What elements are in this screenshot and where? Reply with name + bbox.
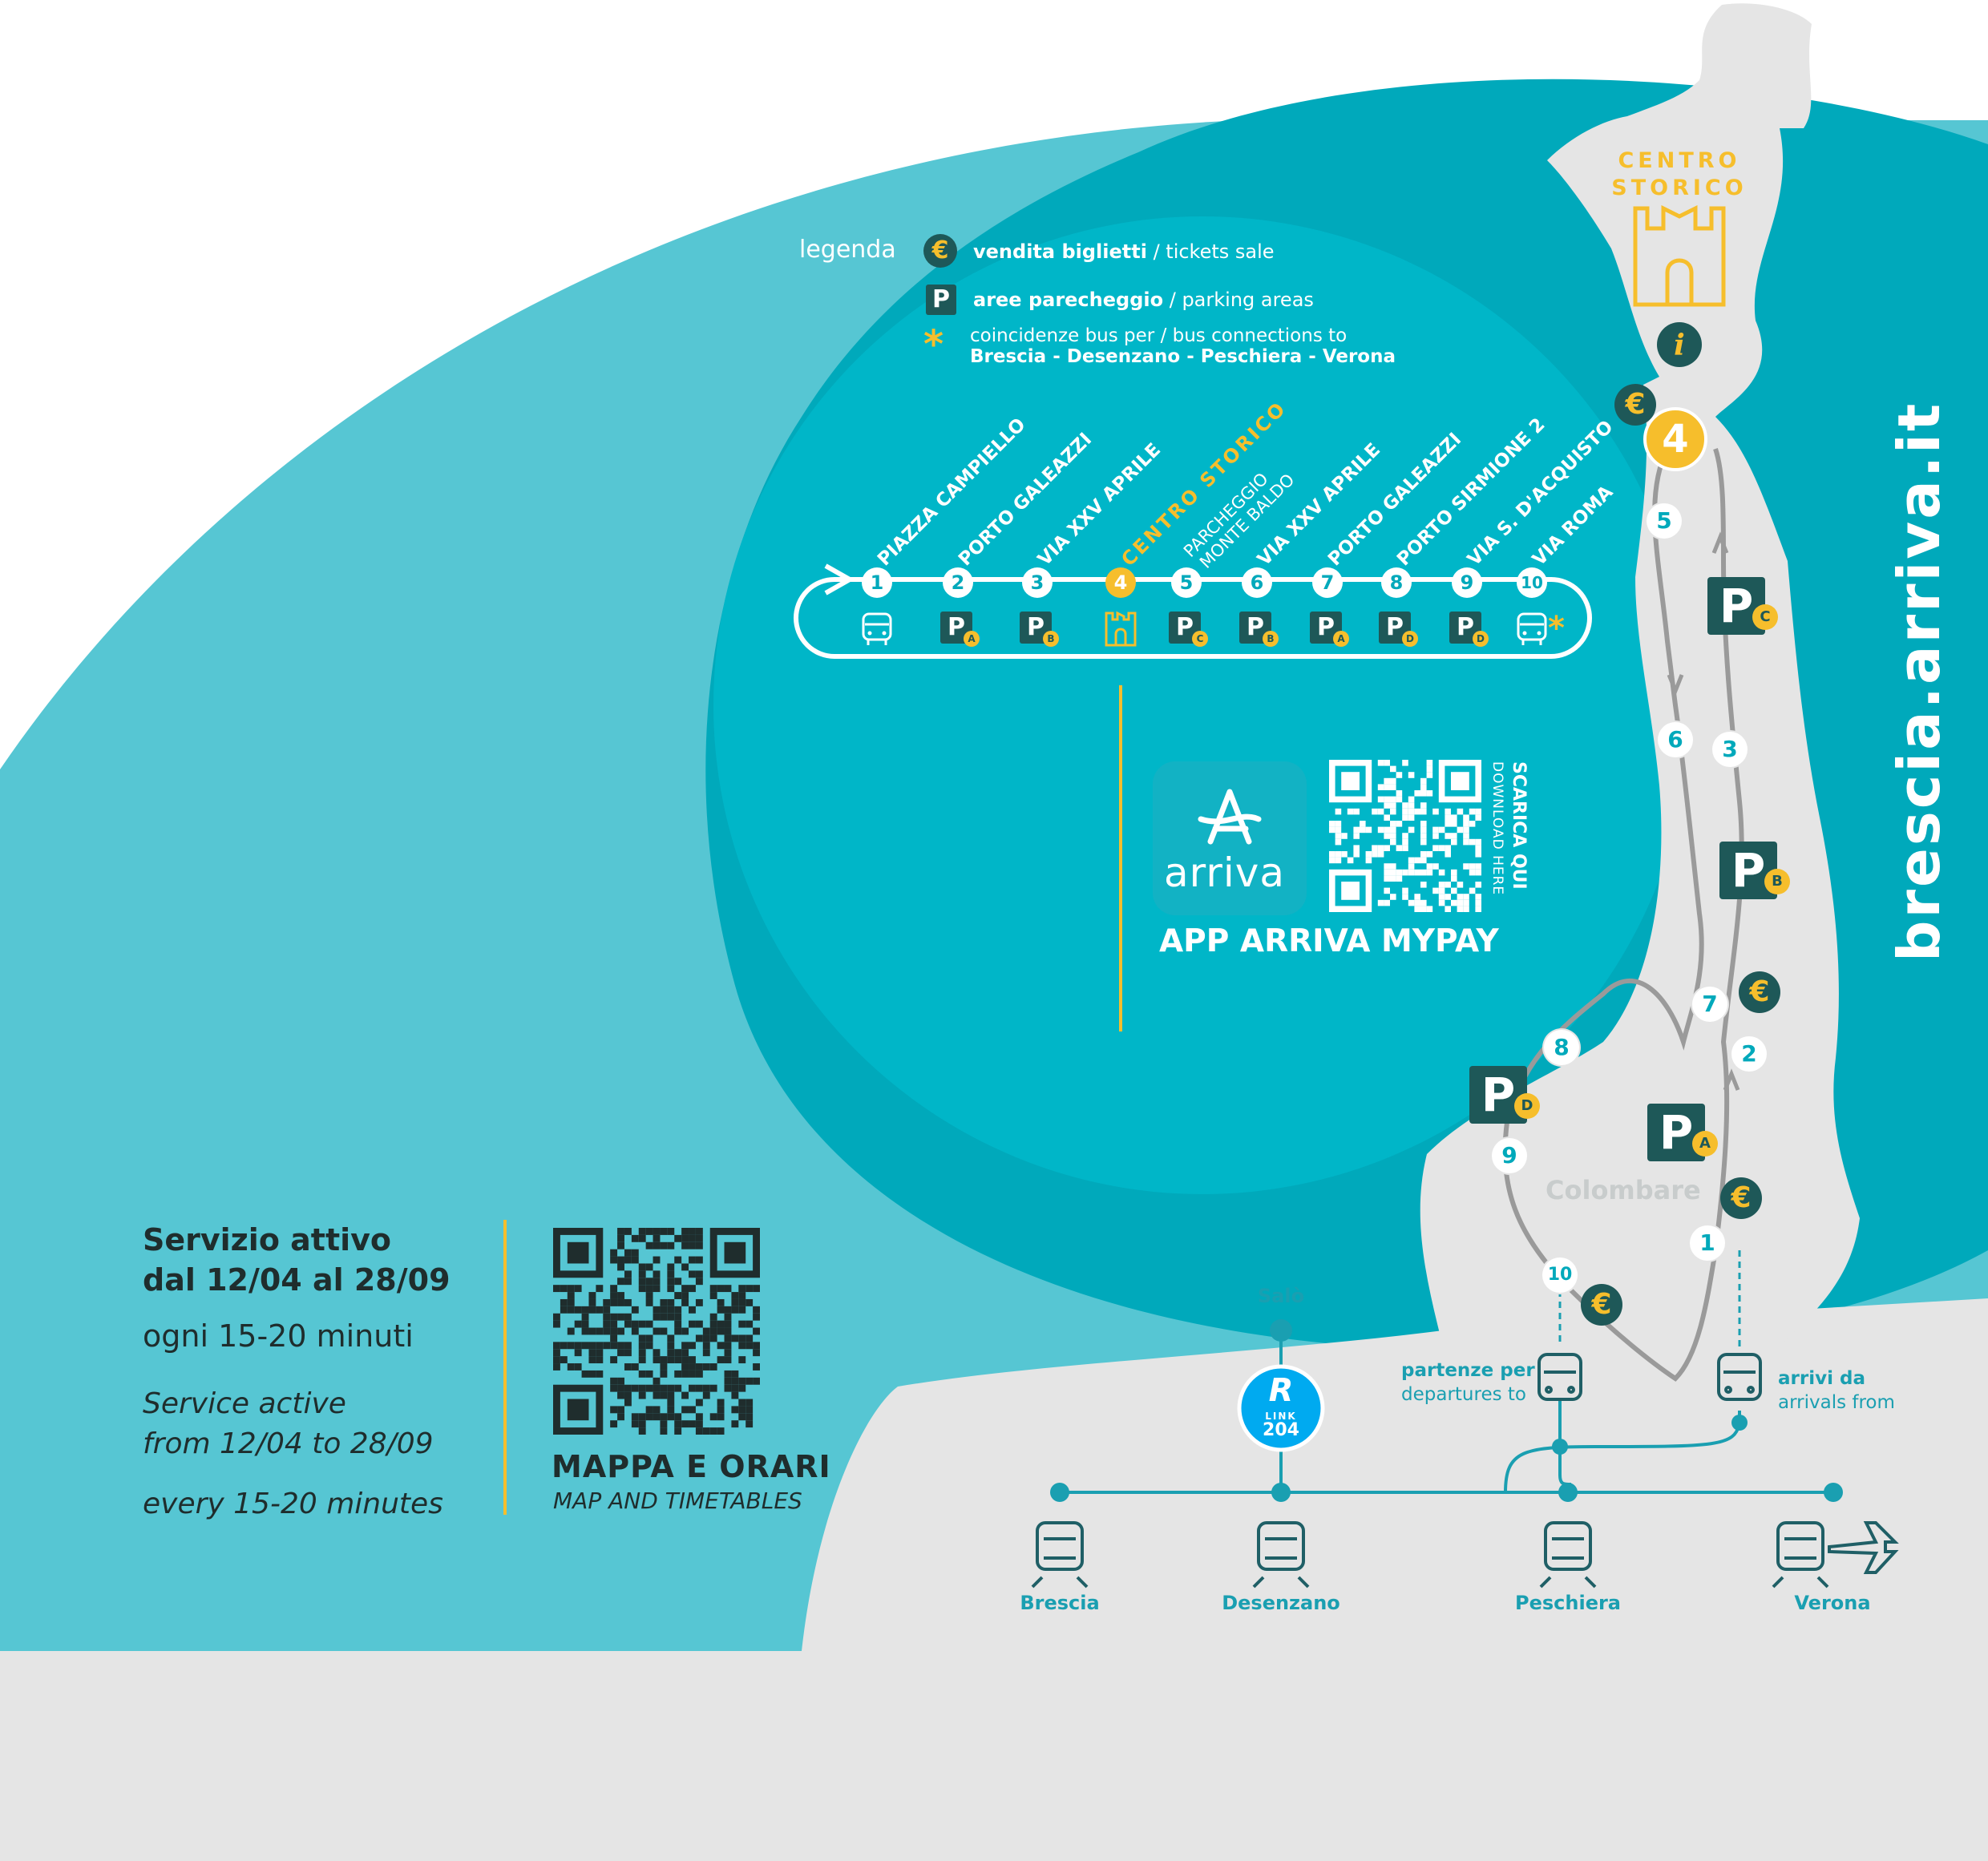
route-stop-2[interactable]: 2 bbox=[943, 567, 973, 598]
arrivals-label: arrivi da arrivals from bbox=[1778, 1368, 1895, 1413]
ticket-sale-euro-icon: € bbox=[1614, 384, 1656, 426]
route-stop-8[interactable]: 8 bbox=[1381, 567, 1412, 598]
city-verona: Verona bbox=[1794, 1592, 1871, 1614]
route-arrow-up-2 bbox=[1723, 1068, 1740, 1091]
route-stop-4[interactable]: 4 bbox=[1105, 567, 1136, 598]
legend-title: legenda bbox=[799, 236, 896, 264]
bus-icon bbox=[1516, 612, 1548, 650]
ticket-sale-euro-icon: € bbox=[1720, 1177, 1762, 1219]
map-stop-5[interactable]: 5 bbox=[1647, 503, 1682, 539]
app-title: APP ARRIVA MYPAY bbox=[1159, 923, 1499, 959]
route-stop-3[interactable]: 3 bbox=[1022, 567, 1053, 598]
service-en-line1: Service active bbox=[143, 1387, 346, 1420]
map-stop-7[interactable]: 7 bbox=[1692, 987, 1727, 1022]
ticket-sale-euro-icon: € bbox=[1581, 1284, 1622, 1326]
arriva-brand-text: arriva bbox=[1164, 850, 1285, 896]
map-stop-8[interactable]: 8 bbox=[1544, 1030, 1579, 1065]
city-brescia: Brescia bbox=[1020, 1592, 1100, 1614]
legend-connections-cities: Brescia - Desenzano - Peschiera - Verona bbox=[970, 346, 1396, 367]
route-arrow-up bbox=[1711, 531, 1729, 554]
route-stop-1[interactable]: 1 bbox=[862, 567, 892, 598]
parking-area-letter: B bbox=[1764, 869, 1790, 894]
map-stop-3[interactable]: 3 bbox=[1712, 732, 1748, 767]
parking-area-letter: A bbox=[1692, 1131, 1718, 1157]
castle-icon bbox=[1103, 608, 1138, 650]
ticket-sale-euro-icon: € bbox=[1739, 971, 1780, 1013]
link-r-letter: R bbox=[1268, 1372, 1294, 1409]
parking-area-letter: D bbox=[1514, 1093, 1540, 1119]
euro-icon: € bbox=[923, 234, 957, 268]
route-stop-7[interactable]: 7 bbox=[1312, 567, 1343, 598]
service-en-frequency: every 15-20 minutes bbox=[143, 1488, 443, 1520]
scan-here-label: SCARICA QUI bbox=[1509, 761, 1529, 890]
city-desenzano: Desenzano bbox=[1222, 1592, 1340, 1614]
map-stop-9[interactable]: 9 bbox=[1492, 1138, 1527, 1173]
castle-outline bbox=[1633, 204, 1726, 307]
map-stop-1[interactable]: 1 bbox=[1690, 1225, 1725, 1261]
map-bus-icons bbox=[1537, 1353, 1762, 1401]
legend-connections: coincidenze bus per / bus connections to bbox=[970, 325, 1348, 346]
map-stop-6[interactable]: 6 bbox=[1658, 722, 1693, 757]
bus-icon bbox=[861, 612, 893, 650]
train-icons bbox=[1031, 1521, 1899, 1589]
qr-code-app-pattern bbox=[1329, 760, 1481, 912]
download-here-label: DOWNLOAD HERE bbox=[1489, 761, 1505, 896]
route-stop-5[interactable]: 5 bbox=[1171, 567, 1202, 598]
website-url[interactable]: brescia.arriva.it bbox=[1885, 401, 1953, 962]
parking-area-letter: C bbox=[1752, 604, 1778, 630]
legend-parking: aree parecheggio / parking areas bbox=[973, 289, 1314, 311]
parking-icon: P bbox=[926, 285, 956, 315]
arriva-logo-icon bbox=[1198, 789, 1262, 845]
departures-label: partenze per departures to bbox=[1401, 1360, 1535, 1405]
map-timetables-subtitle: MAP AND TIMETABLES bbox=[553, 1488, 802, 1514]
arriva-app-icon[interactable]: arriva bbox=[1153, 761, 1307, 915]
map-stop-10[interactable]: 10 bbox=[1542, 1257, 1578, 1293]
south-shore bbox=[0, 1298, 1988, 1861]
service-it-frequency: ogni 15-20 minuti bbox=[143, 1318, 414, 1354]
route-stop-6[interactable]: 6 bbox=[1242, 567, 1272, 598]
link-label: LINK bbox=[1265, 1411, 1297, 1422]
info-circle bbox=[1657, 322, 1702, 367]
service-en-line2: from 12/04 to 28/09 bbox=[143, 1427, 434, 1460]
salo-label: Salò bbox=[1257, 1285, 1305, 1307]
info-icon: i bbox=[1674, 329, 1685, 362]
shuttle-route-line bbox=[1502, 447, 1744, 1382]
map-timetables-title: MAPPA E ORARI bbox=[552, 1449, 831, 1484]
map-stop-2[interactable]: 2 bbox=[1731, 1036, 1767, 1072]
legend-tickets: vendita biglietti / tickets sale bbox=[973, 240, 1275, 263]
route-loop-arrow bbox=[824, 563, 855, 595]
city-peschiera: Peschiera bbox=[1515, 1592, 1621, 1614]
qr-code-map-pattern bbox=[553, 1228, 760, 1435]
route-arrow-down bbox=[1667, 674, 1684, 696]
service-it-line1: Servizio attivo bbox=[143, 1222, 392, 1257]
service-it-line2: dal 12/04 al 28/09 bbox=[143, 1262, 451, 1298]
route-stop-9[interactable]: 9 bbox=[1452, 567, 1482, 598]
star-icon: * bbox=[1548, 610, 1565, 647]
centro-storico-label: CENTRO STORICO bbox=[1611, 148, 1748, 200]
route-stop-10[interactable]: 10 bbox=[1517, 567, 1547, 598]
link-204-badge bbox=[1237, 1364, 1325, 1452]
colombare-label: Colombare bbox=[1546, 1175, 1701, 1205]
link-number: 204 bbox=[1263, 1420, 1299, 1440]
map-stop-4-number[interactable]: 4 bbox=[1662, 417, 1689, 462]
map-stop-4 bbox=[1643, 407, 1707, 471]
star-icon: * bbox=[923, 322, 944, 367]
inner-teal-circle bbox=[713, 216, 1691, 1194]
